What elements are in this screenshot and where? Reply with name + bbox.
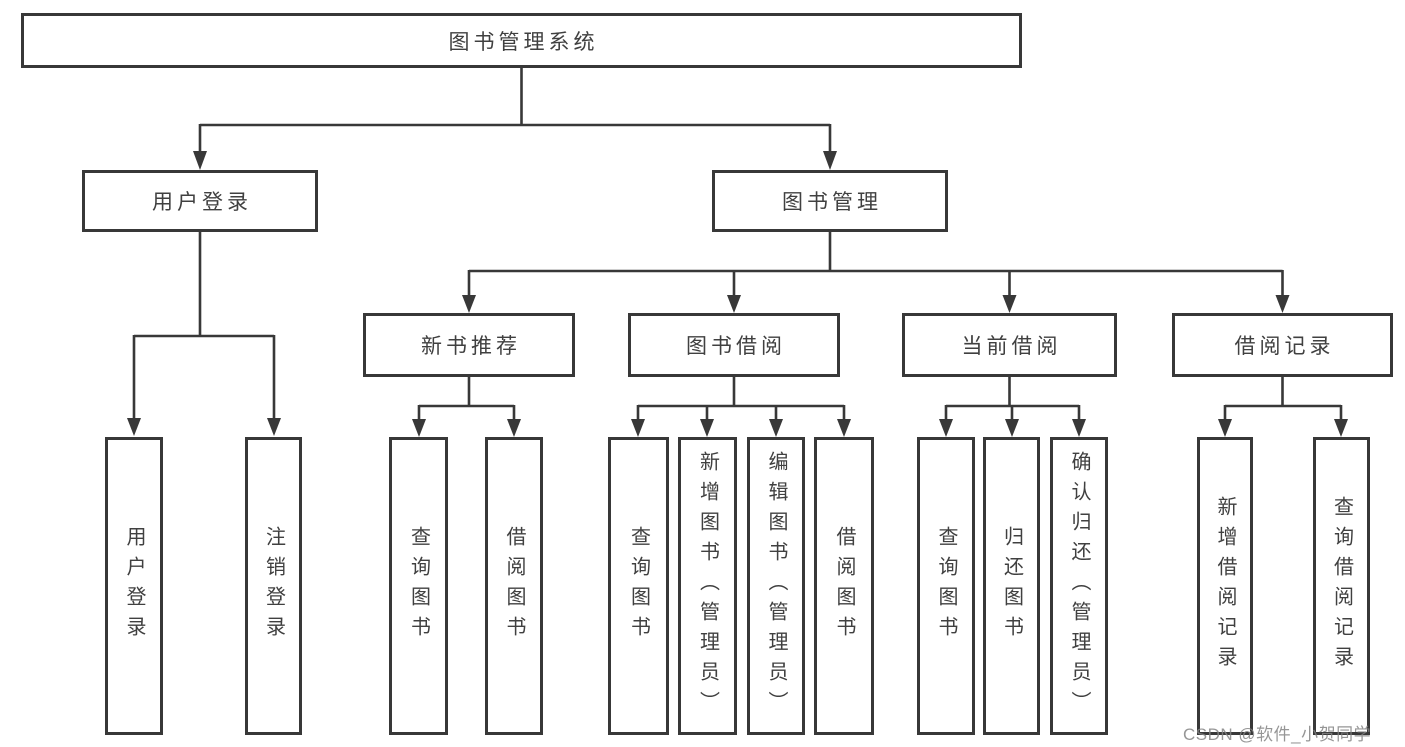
node-book-management: 图书管理 [712,170,948,232]
csdn-watermark: CSDN @软件_小贺同学 [1183,725,1372,744]
connector-user-login-children [127,231,281,436]
node-library-system-label: 图书管理系统 [448,30,599,54]
connector-book-mgmt-to-level3 [462,231,1290,313]
node-current-borrowing: 当前借阅 [902,313,1117,377]
node-br-add-record: 新增借阅记录 [1197,437,1253,735]
node-borrowing-records-label: 借阅记录 [1234,335,1335,358]
node-bw-add-books-admin: 新增图书（管理员） [678,437,737,735]
node-br-query-record: 查询借阅记录 [1313,437,1370,735]
node-new-book-recommend: 新书推荐 [363,313,575,377]
node-cb-return-books-label: 归还图书 [1000,526,1023,646]
node-nb-query-books-label: 查询图书 [407,526,430,646]
node-cb-query-books-label: 查询图书 [935,526,957,646]
node-book-management-label: 图书管理 [782,191,882,214]
node-borrowing-records: 借阅记录 [1172,313,1393,377]
node-book-borrowing-label: 图书借阅 [686,335,786,358]
node-cb-query-books: 查询图书 [917,437,975,735]
node-cb-confirm-return-admin-label: 确认归还（管理员） [1068,451,1090,721]
node-ul-user-login: 用户登录 [105,437,163,735]
node-cb-return-books: 归还图书 [983,437,1040,735]
node-ul-user-login-label: 用户登录 [123,526,145,646]
node-br-query-record-label: 查询借阅记录 [1330,496,1353,676]
node-new-book-recommend-label: 新书推荐 [421,335,521,358]
node-bw-borrow-books: 借阅图书 [814,437,874,735]
node-br-add-record-label: 新增借阅记录 [1214,496,1236,676]
node-cb-confirm-return-admin: 确认归还（管理员） [1050,437,1108,735]
node-bw-edit-books-admin: 编辑图书（管理员） [747,437,805,735]
node-user-login-label: 用户登录 [152,191,252,214]
connector-new-books-children [412,376,521,437]
node-bw-query-books-label: 查询图书 [627,526,650,646]
node-user-login: 用户登录 [82,170,318,232]
node-nb-borrow-books: 借阅图书 [485,437,543,735]
node-bw-borrow-books-label: 借阅图书 [833,526,855,646]
node-bw-edit-books-admin-label: 编辑图书（管理员） [765,451,787,721]
connector-root-to-level2 [193,67,837,170]
node-nb-query-books: 查询图书 [389,437,448,735]
connector-borrowing-children [631,376,851,437]
node-book-borrowing: 图书借阅 [628,313,840,377]
node-ul-logout-label: 注销登录 [262,526,285,646]
connector-current-children [939,376,1086,437]
connector-records-children [1218,376,1348,437]
node-library-system: 图书管理系统 [21,13,1022,68]
node-bw-add-books-admin-label: 新增图书（管理员） [696,451,719,721]
node-ul-logout: 注销登录 [245,437,302,735]
node-bw-query-books: 查询图书 [608,437,669,735]
node-nb-borrow-books-label: 借阅图书 [503,526,525,646]
node-current-borrowing-label: 当前借阅 [961,335,1062,358]
